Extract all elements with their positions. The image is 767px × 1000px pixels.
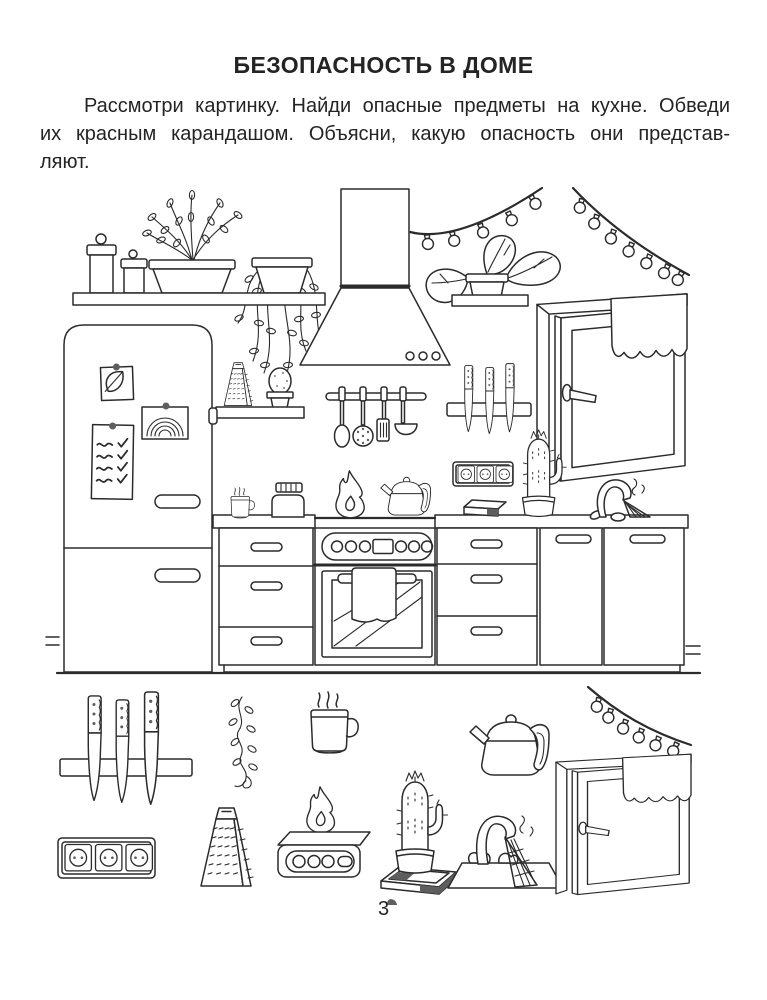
jar bbox=[271, 482, 305, 518]
instruction-line-2: их красным карандашом. Объясни, какую оп… bbox=[40, 123, 730, 145]
instruction-line-1: Рассмотри картинку. Найди опасные предме… bbox=[84, 95, 730, 117]
instruction-text: Рассмотри картинку. Найди опасные предме… bbox=[40, 92, 730, 176]
matches bbox=[387, 899, 397, 905]
matchbox-counter bbox=[463, 499, 507, 517]
rainbow-magnet bbox=[141, 402, 189, 440]
kitchen-illustration bbox=[45, 186, 702, 905]
mini-cactus bbox=[266, 367, 294, 409]
kettle-on-stove bbox=[380, 476, 432, 516]
checklist-note bbox=[90, 422, 135, 501]
wall-outlets bbox=[452, 461, 514, 487]
instruction-line-3: ляют. bbox=[40, 151, 90, 173]
utensil-rail bbox=[325, 386, 427, 448]
garland-object bbox=[586, 685, 693, 760]
ladle bbox=[394, 400, 418, 436]
kitchen-scene bbox=[45, 186, 702, 675]
shelf-board bbox=[72, 292, 326, 306]
drawer-unit-left bbox=[218, 527, 314, 666]
burner-object bbox=[277, 786, 371, 878]
page-number: 3 bbox=[377, 898, 390, 920]
skimmer bbox=[352, 400, 374, 447]
matchbox-object bbox=[380, 866, 457, 905]
grater-shelf bbox=[215, 362, 305, 419]
counters-and-cabinets bbox=[45, 514, 702, 675]
string-lights bbox=[408, 186, 691, 289]
spoon bbox=[333, 400, 351, 448]
spatula bbox=[376, 400, 390, 442]
knife-strip-wall bbox=[446, 363, 532, 435]
open-window bbox=[536, 293, 688, 482]
faucet-object bbox=[447, 815, 564, 889]
refrigerator bbox=[63, 324, 218, 673]
kettle-object bbox=[469, 714, 550, 776]
mug-object bbox=[310, 691, 359, 754]
window-object bbox=[555, 753, 692, 896]
potted-plant bbox=[141, 189, 244, 294]
outlet-object bbox=[57, 837, 156, 879]
stove-oven bbox=[313, 516, 437, 666]
answer-row bbox=[57, 685, 693, 905]
canister-large bbox=[86, 233, 117, 294]
drawer-unit-right bbox=[436, 527, 538, 666]
twig-object bbox=[227, 696, 259, 789]
canister-small bbox=[120, 249, 148, 294]
page-title: БЕЗОПАСНОСТЬ В ДОМЕ bbox=[233, 52, 534, 78]
leaf-magnet bbox=[99, 363, 135, 402]
cabinet-doors bbox=[539, 527, 685, 666]
wall-shelf-left bbox=[72, 189, 327, 374]
plant-shelf bbox=[425, 234, 561, 307]
knife-strip-object bbox=[59, 691, 193, 805]
running-faucet bbox=[589, 478, 651, 522]
counter-items bbox=[230, 429, 651, 522]
steaming-mug bbox=[230, 487, 255, 519]
range-hood bbox=[299, 188, 451, 366]
open-flame bbox=[335, 470, 365, 519]
cactus-object bbox=[395, 770, 449, 874]
grater-object bbox=[200, 807, 254, 887]
